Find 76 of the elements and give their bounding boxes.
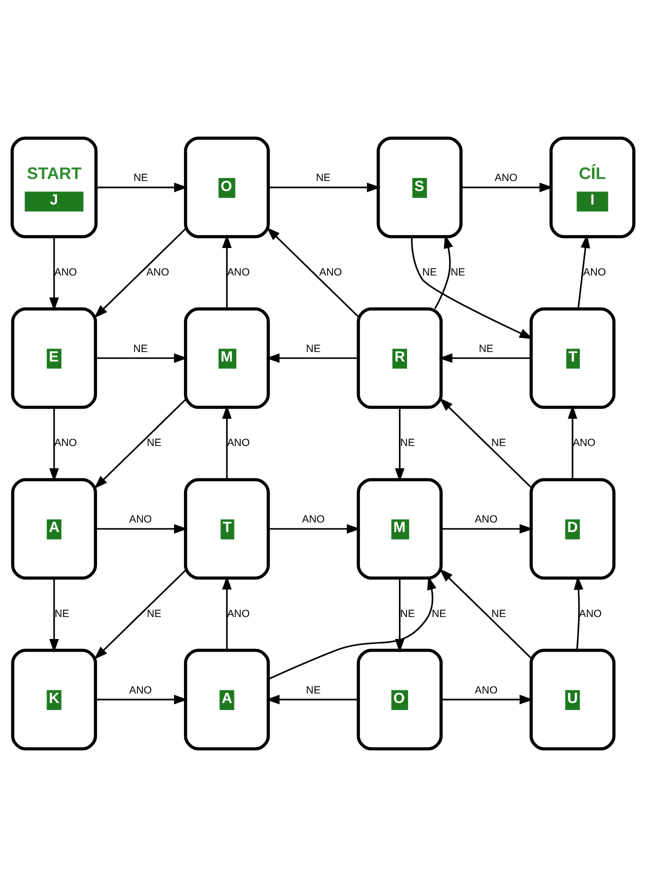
arrow [49, 578, 59, 652]
edge-label: NE [146, 608, 162, 620]
arrow [461, 182, 554, 192]
node-box: O [184, 136, 270, 238]
edge-label: ANO [146, 266, 170, 278]
node-box: S [376, 136, 463, 238]
edge-label: ANO [227, 608, 250, 620]
arrow [441, 694, 534, 704]
node-box: E [11, 306, 98, 408]
edge-label: ANO [129, 684, 152, 696]
edge-label: ANO [579, 608, 602, 620]
node-box: U [530, 648, 616, 750]
arrow [266, 352, 358, 362]
edge-label: ANO [302, 514, 325, 526]
arrow [394, 407, 404, 482]
arrow [222, 404, 232, 479]
node-box: A [11, 478, 98, 580]
arrow [568, 404, 578, 479]
arrow [268, 182, 381, 192]
edge-label: ANO [583, 266, 606, 278]
arrow [94, 398, 186, 488]
edge-label: ANO [129, 514, 152, 526]
edge-label: NE [306, 343, 321, 354]
edge-label: NE [450, 266, 466, 278]
edge-label: NE [54, 608, 70, 620]
edge-label: NE [133, 343, 148, 354]
node-box: T [184, 478, 270, 580]
node-box: CÍL I [550, 136, 636, 238]
arrow [439, 397, 532, 488]
node-box: M [356, 478, 443, 580]
arrow [268, 576, 436, 680]
edge-label: NE [316, 172, 331, 184]
edge-label: ANO [494, 172, 518, 184]
arrow [49, 236, 59, 311]
edge-label: NE [422, 266, 437, 278]
arrow [95, 694, 188, 704]
arrow [94, 228, 186, 318]
edge-label: NE [146, 438, 162, 449]
node-box: R [356, 306, 443, 408]
arrow [94, 569, 186, 660]
edge-label: ANO [319, 266, 342, 278]
node-box: T [530, 306, 616, 408]
arrow [222, 234, 232, 308]
node-box: A [184, 648, 270, 750]
arrow [577, 234, 590, 308]
arrow [96, 182, 188, 192]
arrow [434, 234, 454, 309]
edge-label: ANO [474, 684, 498, 696]
edge-label: NE [400, 608, 415, 620]
edge-label: ANO [474, 514, 498, 526]
arrow [266, 694, 358, 704]
arrow [266, 226, 359, 316]
node-box: K [11, 648, 98, 750]
edge-label: NE [491, 438, 506, 449]
arrow [222, 575, 232, 650]
arrow [438, 352, 531, 362]
edge-label: NE [491, 608, 506, 620]
arrow [439, 568, 532, 658]
edge-label: NE [306, 684, 321, 696]
arrow [410, 236, 534, 339]
arrow [95, 352, 188, 362]
node-box: D [530, 478, 616, 580]
node-box: START J [10, 136, 98, 238]
node-box: O [356, 648, 443, 750]
arrow [441, 524, 534, 534]
arrow [574, 576, 584, 650]
node-box: M [184, 306, 270, 408]
arrow [268, 524, 360, 534]
edge-label: NE [400, 438, 415, 449]
arrow [95, 524, 188, 534]
edge-label: NE [133, 172, 148, 184]
edge-label: NE [432, 608, 446, 620]
edge-label: ANO [227, 266, 250, 278]
edge-label: NE [478, 343, 494, 354]
edge-label: ANO [227, 438, 250, 449]
arrow [49, 407, 59, 482]
